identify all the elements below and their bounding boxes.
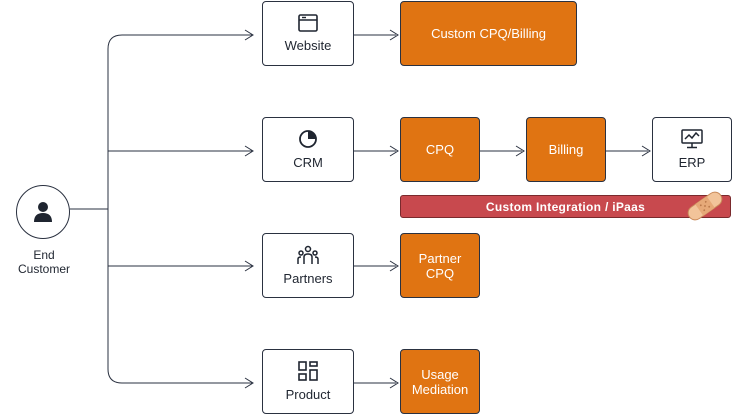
usage-mediation-box: Usage Mediation <box>400 349 480 414</box>
arrowhead <box>244 260 254 272</box>
monitor-chart-icon <box>681 129 703 149</box>
custom-integration-label: Custom Integration / iPaas <box>485 199 646 214</box>
arrowhead <box>389 145 399 157</box>
erp-box: ERP <box>652 117 732 182</box>
crm-label: CRM <box>293 155 323 170</box>
user-icon <box>34 202 52 222</box>
website-box: Website <box>262 1 354 66</box>
bandage-icon <box>687 191 723 221</box>
arrowhead <box>389 29 399 41</box>
usage-mediation-label: Usage Mediation <box>411 366 469 397</box>
partner-cpq-box: Partner CPQ <box>400 233 480 298</box>
partners-label: Partners <box>283 271 333 286</box>
product-box: Product <box>262 349 354 414</box>
people-group-icon <box>297 245 319 264</box>
arrowhead <box>515 145 525 157</box>
cpq-label: CPQ <box>425 142 455 157</box>
grid-layout-icon <box>298 361 318 381</box>
arrowhead <box>389 377 399 389</box>
arrowhead <box>244 377 254 389</box>
pie-chart-icon <box>299 130 317 148</box>
billing-label: Billing <box>548 142 584 157</box>
product-label: Product <box>285 387 331 402</box>
partner-cpq-label: Partner CPQ <box>418 250 462 281</box>
arrowhead <box>641 145 651 157</box>
crm-box: CRM <box>262 117 354 182</box>
end-customer-node <box>16 185 70 239</box>
arrowhead <box>244 29 254 41</box>
custom-cpq-billing-label: Custom CPQ/Billing <box>431 26 546 41</box>
website-label: Website <box>284 38 332 53</box>
end-customer-label: End Customer <box>17 248 70 276</box>
browser-window-icon <box>298 14 318 32</box>
custom-integration-banner: Custom Integration / iPaas <box>400 195 731 218</box>
custom-cpq-billing-box: Custom CPQ/Billing <box>400 1 577 66</box>
cpq-box: CPQ <box>400 117 480 182</box>
arrowhead <box>244 145 254 157</box>
billing-box: Billing <box>526 117 606 182</box>
arrowhead <box>389 260 399 272</box>
erp-label: ERP <box>678 155 706 170</box>
partners-box: Partners <box>262 233 354 298</box>
branch-spine <box>107 34 123 384</box>
